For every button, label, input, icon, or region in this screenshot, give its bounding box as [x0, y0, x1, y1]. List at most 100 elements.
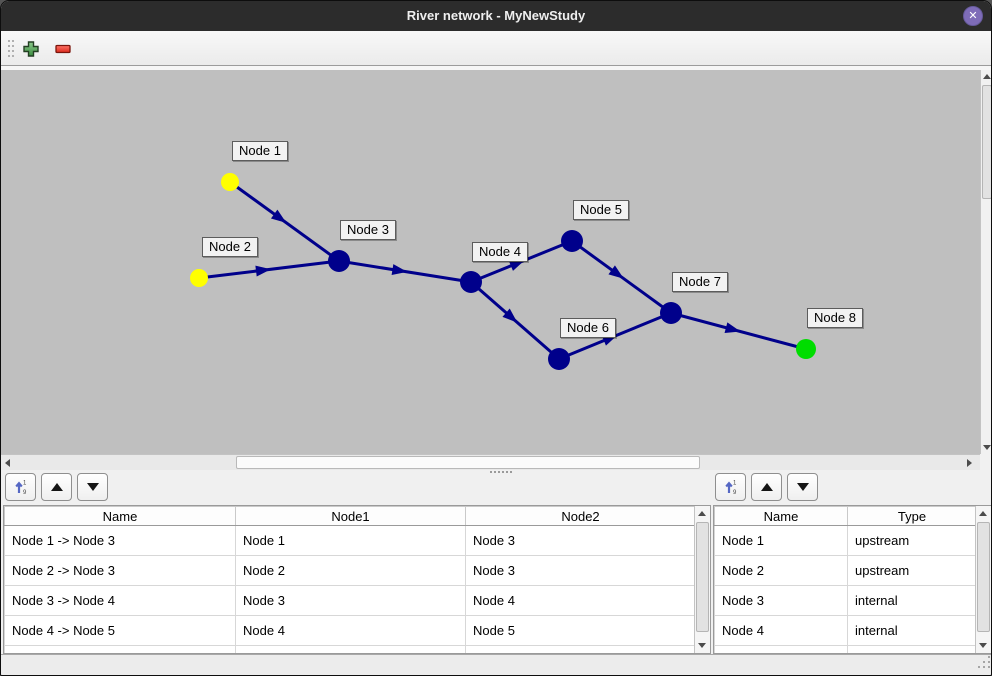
flow-direction-arrow-icon — [508, 260, 525, 271]
close-button[interactable]: ✕ — [963, 6, 983, 26]
river-node-internal[interactable] — [548, 348, 570, 370]
network-drawing — [190, 173, 816, 370]
river-node-internal[interactable] — [561, 230, 583, 252]
branches-table-scrollbar[interactable] — [694, 506, 710, 653]
flow-direction-arrow-icon — [608, 265, 624, 279]
nodes-scroll-thumb[interactable] — [977, 522, 990, 632]
down-triangle-icon — [86, 483, 99, 491]
svg-text:9: 9 — [733, 490, 737, 496]
table-cell: Node 4 — [465, 585, 696, 616]
column-header[interactable]: Name — [4, 506, 236, 526]
node-label[interactable]: Node 1 — [232, 141, 288, 161]
nodes-move-down-button[interactable] — [787, 473, 818, 501]
river-node-upstream[interactable] — [221, 173, 239, 191]
table-cell: Node 3 — [714, 585, 848, 616]
flow-direction-arrow-icon — [502, 308, 518, 323]
table-cell: Node 4 -> Node 5 — [4, 615, 236, 646]
scroll-down-icon[interactable] — [698, 643, 706, 648]
horizontal-splitter-handle[interactable] — [490, 471, 492, 473]
toolbar-grip-handle[interactable] — [8, 40, 10, 42]
flow-direction-arrow-icon — [391, 264, 408, 275]
table-cell — [465, 645, 696, 653]
scroll-up-icon[interactable] — [979, 511, 987, 516]
canvas-vscroll-thumb[interactable] — [982, 85, 991, 199]
table-cell — [4, 645, 236, 653]
table-cell: upstream — [847, 525, 977, 556]
table-row-partial — [714, 645, 977, 653]
table-cell: Node 1 — [714, 525, 848, 556]
node-label[interactable]: Node 7 — [672, 272, 728, 292]
node-label[interactable]: Node 3 — [340, 220, 396, 240]
nodes-sort-button[interactable]: 1 9 — [715, 473, 746, 501]
node-label[interactable]: Node 6 — [560, 318, 616, 338]
river-node-internal[interactable] — [460, 271, 482, 293]
sort-ascending-icon: 1 9 — [724, 481, 737, 496]
column-header[interactable]: Node2 — [465, 506, 696, 526]
node-label[interactable]: Node 2 — [202, 237, 258, 257]
column-header[interactable]: Type — [847, 506, 977, 526]
column-header[interactable]: Name — [714, 506, 848, 526]
canvas-vertical-scrollbar[interactable] — [980, 70, 991, 454]
table-cell: Node 4 — [235, 615, 466, 646]
flow-direction-arrow-icon — [270, 209, 287, 223]
table-cell: upstream — [847, 555, 977, 586]
node-label[interactable]: Node 4 — [472, 242, 528, 262]
table-cell: Node 3 -> Node 4 — [4, 585, 236, 616]
scroll-left-icon[interactable] — [5, 459, 10, 467]
table-cell: Node 1 -> Node 3 — [4, 525, 236, 556]
red-minus-icon — [55, 44, 71, 54]
table-cell — [714, 645, 848, 653]
scrollbar-corner — [980, 454, 991, 470]
node-label[interactable]: Node 8 — [807, 308, 863, 328]
river-node-downstream[interactable] — [796, 339, 816, 359]
table-cell: Node 1 — [235, 525, 466, 556]
main-toolbar — [1, 31, 991, 66]
table-cell — [235, 645, 466, 653]
scroll-up-icon[interactable] — [698, 511, 706, 516]
table-cell: Node 2 — [714, 555, 848, 586]
river-node-internal[interactable] — [328, 250, 350, 272]
scroll-right-icon[interactable] — [967, 459, 972, 467]
nodes-move-up-button[interactable] — [751, 473, 782, 501]
node-label[interactable]: Node 5 — [573, 200, 629, 220]
sort-ascending-icon: 1 9 — [14, 481, 27, 496]
river-node-upstream[interactable] — [190, 269, 208, 287]
flow-direction-arrow-icon — [255, 265, 271, 277]
up-triangle-icon — [760, 483, 773, 491]
green-plus-icon — [23, 41, 39, 57]
table-cell: internal — [847, 585, 977, 616]
scroll-down-icon[interactable] — [979, 643, 987, 648]
scroll-up-icon[interactable] — [983, 74, 991, 79]
remove-button[interactable] — [54, 40, 72, 58]
status-bar — [1, 654, 991, 675]
resize-grip[interactable] — [983, 661, 985, 663]
branches-move-up-button[interactable] — [41, 473, 72, 501]
canvas-horizontal-scrollbar[interactable] — [1, 454, 980, 470]
table-row-partial — [4, 645, 696, 653]
river-network-canvas[interactable]: Node 1 Node 2 Node 3 Node 4 Node 5 Node 6 Node… — [1, 70, 980, 454]
river-node-internal[interactable] — [660, 302, 682, 324]
canvas-hscroll-thumb[interactable] — [236, 456, 700, 469]
nodes-table-scrollbar[interactable] — [975, 506, 991, 653]
branches-sort-button[interactable]: 1 9 — [5, 473, 36, 501]
add-button[interactable] — [22, 40, 40, 58]
branches-scroll-thumb[interactable] — [696, 522, 709, 632]
title-bar[interactable]: River network - MyNewStudy ✕ — [1, 1, 991, 31]
svg-text:9: 9 — [23, 490, 27, 496]
column-header[interactable]: Node1 — [235, 506, 466, 526]
branches-move-down-button[interactable] — [77, 473, 108, 501]
scroll-down-icon[interactable] — [983, 445, 991, 450]
table-cell: Node 3 — [465, 525, 696, 556]
